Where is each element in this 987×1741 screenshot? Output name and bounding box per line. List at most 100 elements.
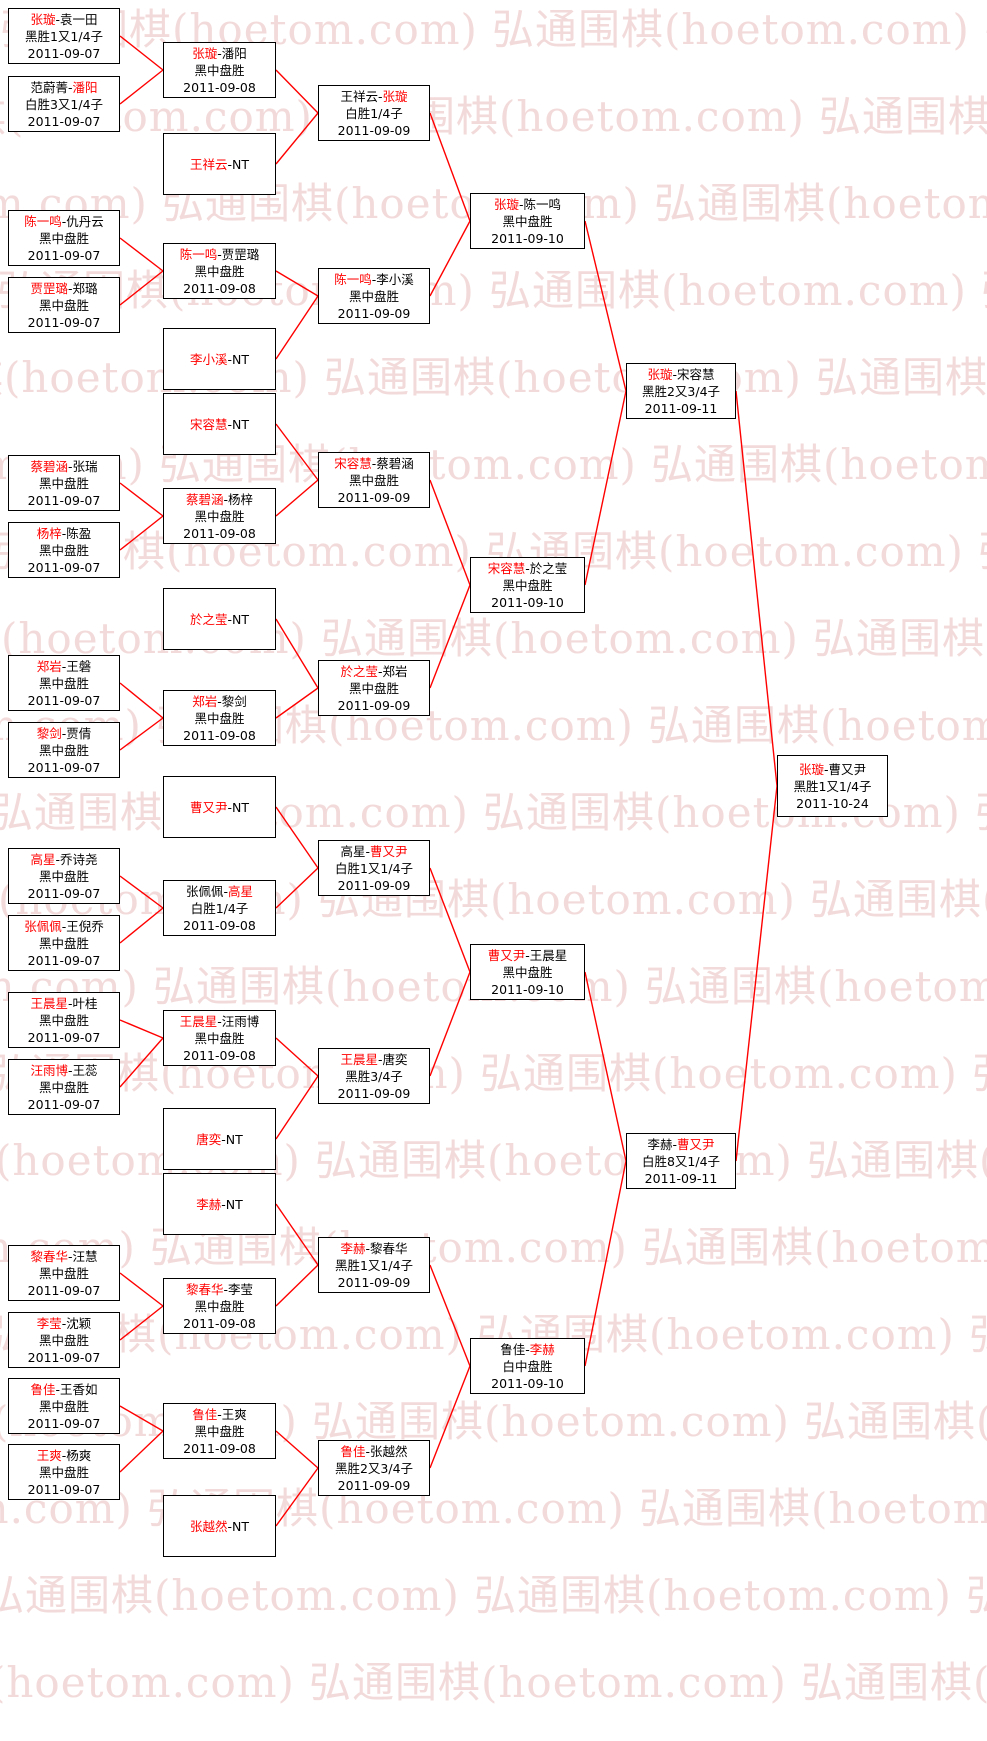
match-date: 2011-09-07 xyxy=(27,1481,101,1497)
watermark-text: 弘通围棋(hoetom.com) xyxy=(654,179,987,228)
player-name: -NT xyxy=(227,156,250,172)
player-name: 高星- xyxy=(340,843,370,859)
match-date: 2011-09-09 xyxy=(337,1274,411,1290)
match-players: 黎春华-汪慧 xyxy=(30,1248,97,1265)
match-date: 2011-09-08 xyxy=(183,525,256,541)
winner-name: 陈一鸣 xyxy=(24,213,62,229)
match-players: 范蔚菁-潘阳 xyxy=(30,79,97,96)
watermark-text: 弘通围棋(hoetom.com) xyxy=(816,353,987,402)
match-players: 蔡碧涵-张瑞 xyxy=(30,458,97,475)
match-players: 郑岩-王磐 xyxy=(37,658,92,675)
match-date: 2011-10-24 xyxy=(796,795,869,811)
winner-name: 王晨星 xyxy=(340,1051,378,1067)
match-date: 2011-09-07 xyxy=(27,692,101,708)
winner-name: 张璇 xyxy=(647,366,673,382)
match-result: 白胜1/4子 xyxy=(190,900,249,916)
match-date: 2011-09-07 xyxy=(27,247,101,263)
connector-line xyxy=(429,584,471,689)
match-players: 王爽-杨爽 xyxy=(37,1447,92,1464)
connector-line xyxy=(119,1019,164,1039)
winner-name: 杨梓 xyxy=(36,525,62,541)
match-box: 李小溪-NT xyxy=(163,328,276,390)
match-result: 黑胜2又3/4子 xyxy=(641,383,721,399)
match-result: 黑胜2又3/4子 xyxy=(334,1460,414,1476)
connector-line xyxy=(429,479,471,586)
connector-line xyxy=(275,1203,319,1266)
player-name: -蔡碧涵 xyxy=(371,455,414,471)
player-name: -黎春华 xyxy=(365,1240,408,1256)
connector-line xyxy=(119,237,164,272)
player-name: -仇丹云 xyxy=(61,213,104,229)
match-date: 2011-09-07 xyxy=(27,759,101,775)
watermark-text: 弘通围棋(hoetom.com) xyxy=(639,1484,987,1533)
match-date: 2011-09-07 xyxy=(27,559,101,575)
watermark-text: 弘通围棋(hoetom.com) xyxy=(966,1562,987,1623)
match-date: 2011-09-09 xyxy=(337,305,411,321)
match-result: 黑中盘胜 xyxy=(194,508,245,524)
match-date: 2011-09-07 xyxy=(27,1349,101,1365)
player-name: -王磐 xyxy=(61,658,92,674)
match-box: 宋容慧-NT xyxy=(163,393,276,455)
connector-line xyxy=(275,618,319,689)
match-result: 黑中盘胜 xyxy=(194,1298,245,1314)
match-players: 杨梓-陈盈 xyxy=(37,525,92,542)
connector-line xyxy=(429,971,471,1077)
connector-line xyxy=(275,1075,319,1140)
player-name: -唐奕 xyxy=(378,1051,408,1067)
winner-name: 张璇 xyxy=(493,196,519,212)
match-result: 黑中盘胜 xyxy=(38,542,89,558)
winner-name: 曹又尹 xyxy=(370,843,408,859)
winner-name: 李赫 xyxy=(529,1341,555,1357)
match-date: 2011-09-09 xyxy=(337,122,411,138)
match-date: 2011-09-07 xyxy=(27,1029,101,1045)
connector-line xyxy=(429,1365,471,1469)
match-date: 2011-09-09 xyxy=(337,697,411,713)
match-players: 张佩佩-高星 xyxy=(186,883,253,900)
watermark-text: 弘通围棋(hoetom.com) xyxy=(972,1040,987,1101)
match-date: 2011-09-07 xyxy=(27,45,101,61)
winner-name: 陈一鸣 xyxy=(179,246,218,262)
player-name: 张佩佩- xyxy=(185,883,228,899)
match-result: 白胜1/4子 xyxy=(345,105,403,121)
match-players: 张越然-NT xyxy=(190,1518,249,1535)
connector-line xyxy=(119,875,164,909)
winner-name: 李赫 xyxy=(340,1240,366,1256)
player-name: 鲁佳- xyxy=(500,1341,530,1357)
watermark-text: 弘通围棋(hoetom.com) xyxy=(474,1571,952,1620)
match-players: 宋容慧-於之莹 xyxy=(488,560,568,577)
match-result: 黑中盘胜 xyxy=(38,1398,89,1414)
winner-name: 郑岩 xyxy=(192,693,218,709)
connector-line xyxy=(429,112,471,222)
match-result: 黑胜1又1/4子 xyxy=(334,1257,414,1273)
player-name: -沈颖 xyxy=(61,1315,92,1331)
winner-name: 郑岩 xyxy=(36,658,62,674)
winner-name: 唐奕 xyxy=(196,1131,222,1147)
match-players: 李赫-黎春华 xyxy=(340,1240,407,1257)
winner-name: 於之莹 xyxy=(340,663,378,679)
connector-line xyxy=(735,390,778,787)
winner-name: 鲁佳 xyxy=(30,1381,56,1397)
player-name: -汪慧 xyxy=(68,1248,98,1264)
match-date: 2011-09-07 xyxy=(27,1282,101,1298)
match-result: 黑中盘胜 xyxy=(38,297,89,313)
match-result: 黑中盘胜 xyxy=(348,680,399,696)
connector-line xyxy=(429,867,471,973)
watermark-text: 弘通围棋(hoetom.com) xyxy=(648,701,987,750)
match-players: 张佩佩-王倪乔 xyxy=(24,918,104,935)
watermark-text: 弘通围棋(hoetom.com) xyxy=(978,518,987,579)
connector-line xyxy=(429,1264,471,1367)
player-name: -NT xyxy=(227,1518,250,1534)
match-result: 黑胜3/4子 xyxy=(345,1068,403,1084)
match-players: 鲁佳-王香如 xyxy=(30,1381,97,1398)
